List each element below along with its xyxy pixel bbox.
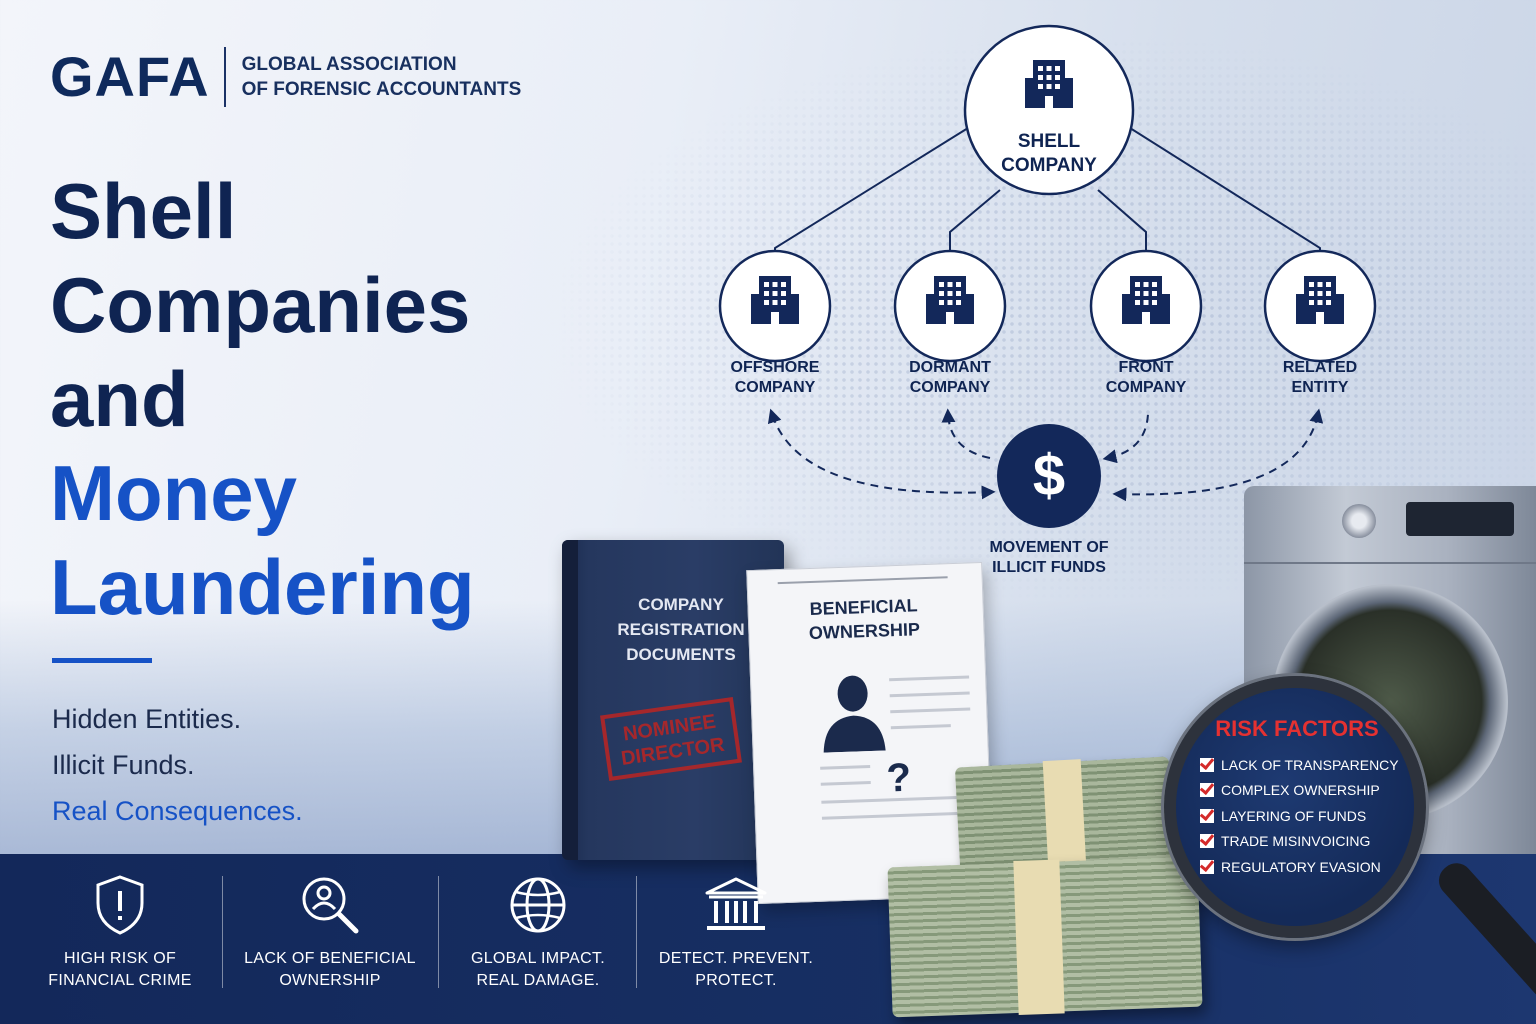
nominee-director-stamp: NOMINEE DIRECTOR	[600, 696, 742, 782]
magnifying-glass	[1164, 676, 1426, 938]
feature-text-line2: OWNERSHIP	[279, 972, 381, 989]
banner-divider	[636, 876, 637, 988]
tagline-1: Hidden Entities.	[52, 704, 242, 734]
title-line-2: Companies	[50, 261, 471, 349]
feature-financial-crime: HIGH RISK OF FINANCIAL CRIME	[20, 870, 220, 992]
offshore-label-line1: OFFSHORE	[730, 359, 820, 376]
banner-divider	[222, 876, 223, 988]
binder-title-line1: COMPANY	[638, 595, 724, 614]
doc-line	[820, 765, 871, 770]
funds-label-line2: ILLICIT FUNDS	[992, 559, 1106, 576]
feature-beneficial-ownership: LACK OF BENEFICIAL OWNERSHIP	[230, 870, 430, 992]
shell-company-label-line2: COMPANY	[1001, 155, 1097, 176]
feature-global-impact: GLOBAL IMPACT. REAL DAMAGE.	[438, 870, 638, 992]
cash-band	[1013, 859, 1065, 1015]
globe-icon	[510, 877, 566, 933]
related-label-line1: RELATED	[1282, 359, 1358, 376]
question-mark: ?	[885, 755, 912, 801]
offshore-label-line2: COMPANY	[734, 379, 816, 396]
feature-text-line1: GLOBAL IMPACT.	[470, 950, 605, 967]
logo-divider	[223, 46, 226, 107]
risk-item-text: LACK OF TRANSPARENCY	[1221, 756, 1399, 773]
related-entity-label: RELATED ENTITY	[1240, 358, 1400, 398]
risk-item-text: REGULATORY EVASION	[1221, 858, 1381, 875]
brand-subtitle-line1: GLOBAL ASSOCIATION	[241, 53, 457, 75]
title-line-4: Money	[50, 449, 298, 537]
doc-line	[890, 707, 971, 714]
doc-line	[820, 781, 871, 786]
front-label-line1: FRONT	[1118, 359, 1174, 376]
checkbox-icon	[1200, 783, 1214, 798]
page-title: Shell Companies and Money Laundering	[50, 164, 475, 634]
dormant-label-line1: DORMANT	[909, 359, 991, 376]
dormant-company-label: DORMANT COMPANY	[870, 358, 1030, 398]
risk-item: REGULATORY EVASION	[1200, 854, 1400, 880]
document-title: BENEFICIAL OWNERSHIP	[768, 592, 960, 647]
front-company-label: FRONT COMPANY	[1066, 358, 1226, 398]
bank-icon	[705, 877, 767, 930]
banner-divider	[438, 876, 439, 988]
risk-item: LAYERING OF FUNDS	[1200, 803, 1400, 829]
binder-title: COMPANY REGISTRATION DOCUMENTS	[596, 592, 766, 667]
related-label-line2: ENTITY	[1291, 379, 1349, 396]
brand-subtitle-line2: OF FORENSIC ACCOUNTANTS	[241, 78, 522, 100]
risk-factors-title: RISK FACTORS	[1215, 716, 1379, 741]
feature-text-line2: FINANCIAL CRIME	[48, 972, 192, 989]
person-silhouette-icon	[823, 675, 886, 753]
brand-logo: GAFA GLOBAL ASSOCIATION OF FORENSIC ACCO…	[50, 44, 521, 109]
washer-knob	[1342, 504, 1376, 538]
washer-display	[1406, 502, 1514, 536]
feature-text-line2: PROTECT.	[695, 972, 777, 989]
search-person-icon	[302, 877, 359, 934]
front-label-line2: COMPANY	[1105, 379, 1187, 396]
doc-line	[890, 724, 951, 730]
title-line-3: and	[50, 355, 189, 443]
funds-label-line1: MOVEMENT OF	[989, 539, 1109, 556]
risk-item: COMPLEX OWNERSHIP	[1200, 778, 1400, 804]
risk-item-text: LAYERING OF FUNDS	[1221, 807, 1367, 824]
offshore-company-label: OFFSHORE COMPANY	[695, 358, 855, 398]
doc-line	[889, 675, 970, 682]
binder-title-line2: REGISTRATION	[617, 620, 745, 639]
shell-company-label-line1: SHELL	[1017, 131, 1081, 152]
shield-alert-icon	[96, 875, 144, 935]
tagline-3: Real Consequences.	[52, 796, 303, 826]
dollar-icon: $	[1032, 443, 1066, 508]
brand-subtitle: GLOBAL ASSOCIATION OF FORENSIC ACCOUNTAN…	[242, 52, 522, 102]
risk-item: TRADE MISINVOICING	[1200, 829, 1400, 855]
checkbox-icon	[1200, 808, 1214, 823]
brand-name: GAFA	[50, 45, 210, 108]
tagline-2: Illicit Funds.	[52, 750, 195, 780]
binder-title-line3: DOCUMENTS	[626, 645, 736, 664]
risk-factors-list: LACK OF TRANSPARENCY COMPLEX OWNERSHIP L…	[1200, 752, 1400, 880]
checkbox-icon	[1200, 834, 1214, 849]
binder-spine	[562, 540, 578, 860]
title-underline	[52, 658, 152, 663]
feature-text-line2: REAL DAMAGE.	[476, 972, 600, 989]
title-line-5: Laundering	[50, 543, 475, 631]
taglines: Hidden Entities. Illicit Funds. Real Con…	[52, 696, 303, 834]
feature-text-line1: HIGH RISK OF	[63, 950, 177, 967]
checkbox-icon	[1200, 859, 1214, 874]
funds-movement-label: MOVEMENT OF ILLICIT FUNDS	[969, 538, 1129, 578]
title-line-1: Shell	[50, 167, 237, 255]
feature-detect-prevent: DETECT. PREVENT. PROTECT.	[636, 870, 836, 992]
dormant-label-line2: COMPANY	[909, 379, 991, 396]
feature-text-line1: DETECT. PREVENT.	[658, 950, 814, 967]
doc-clip-line	[777, 576, 948, 585]
feature-text-line1: LACK OF BENEFICIAL	[244, 950, 416, 967]
shell-company-label: SHELL COMPANY	[969, 130, 1129, 178]
checkbox-icon	[1200, 757, 1214, 772]
cash-stack-bottom	[887, 856, 1203, 1018]
washer-control-panel	[1244, 486, 1536, 564]
doc-line	[889, 691, 970, 698]
risk-item: LACK OF TRANSPARENCY	[1200, 752, 1400, 778]
risk-item-text: TRADE MISINVOICING	[1221, 833, 1371, 850]
doc-line	[821, 811, 972, 820]
beneficial-ownership-document: BENEFICIAL OWNERSHIP ?	[746, 561, 994, 905]
risk-item-text: COMPLEX OWNERSHIP	[1221, 782, 1380, 799]
